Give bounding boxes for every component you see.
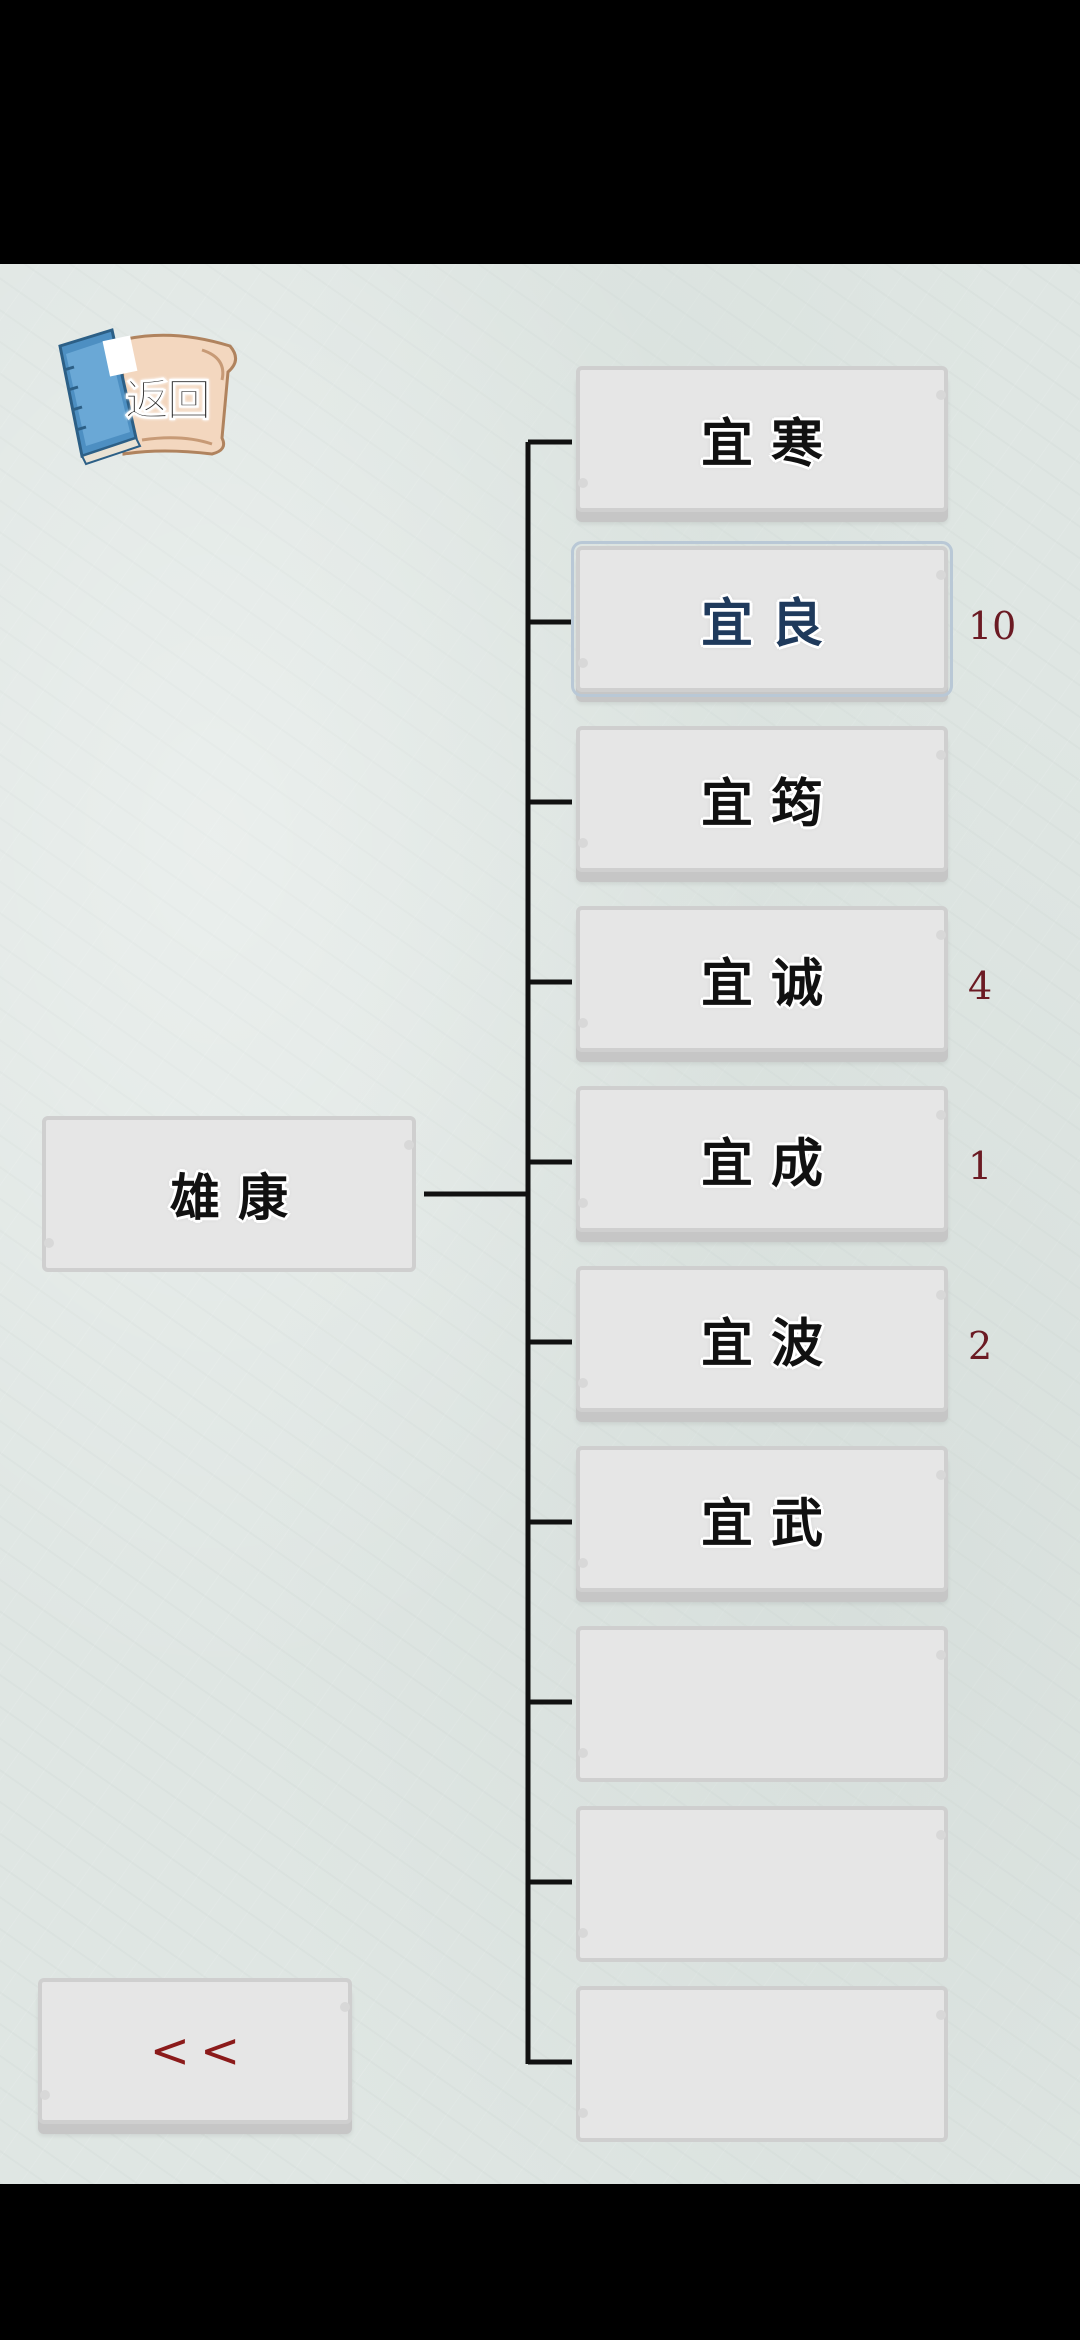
paper-background: 返回 雄康 宜寒 xyxy=(0,264,1080,2184)
book-scroll-icon xyxy=(58,328,237,466)
root-node-tile[interactable]: 雄康 xyxy=(42,1116,416,1272)
child-node-name: 宜良 xyxy=(700,593,841,655)
child-node-tile-2[interactable]: 宜良 xyxy=(571,541,953,697)
child-node-tile-6[interactable]: 宜波 xyxy=(576,1266,948,1412)
empty-node-slot-8[interactable] xyxy=(576,1626,948,1782)
empty-node-slot-10[interactable] xyxy=(576,1986,948,2142)
back-button[interactable]: 返回 xyxy=(52,320,242,470)
child-node-name: 宜寒 xyxy=(700,413,841,475)
family-tree-connectors xyxy=(424,439,572,2065)
child-node-tile-3[interactable]: 宜筠 xyxy=(576,726,948,872)
child-count-4: 4 xyxy=(968,964,993,1008)
empty-node-slot-9[interactable] xyxy=(576,1806,948,1962)
child-node-name: 宜成 xyxy=(700,1133,841,1195)
child-node-tile-7[interactable]: 宜武 xyxy=(576,1446,948,1592)
child-node-name: 宜波 xyxy=(700,1313,841,1375)
previous-label: << xyxy=(149,2023,251,2079)
child-node-name: 宜武 xyxy=(700,1493,841,1555)
child-node-name: 宜筠 xyxy=(700,773,841,835)
child-count-5: 1 xyxy=(968,1144,993,1188)
child-node-tile-5[interactable]: 宜成 xyxy=(576,1086,948,1232)
child-node-name: 宜诚 xyxy=(700,953,841,1015)
child-count-2: 10 xyxy=(968,604,1017,648)
child-node-tile-1[interactable]: 宜寒 xyxy=(576,366,948,512)
root-node-name: 雄康 xyxy=(170,1168,306,1227)
back-label: 返回 xyxy=(125,375,212,427)
previous-generation-button[interactable]: << xyxy=(38,1978,352,2124)
child-node-tile-4[interactable]: 宜诚 xyxy=(576,906,948,1052)
child-count-6: 2 xyxy=(968,1324,993,1368)
